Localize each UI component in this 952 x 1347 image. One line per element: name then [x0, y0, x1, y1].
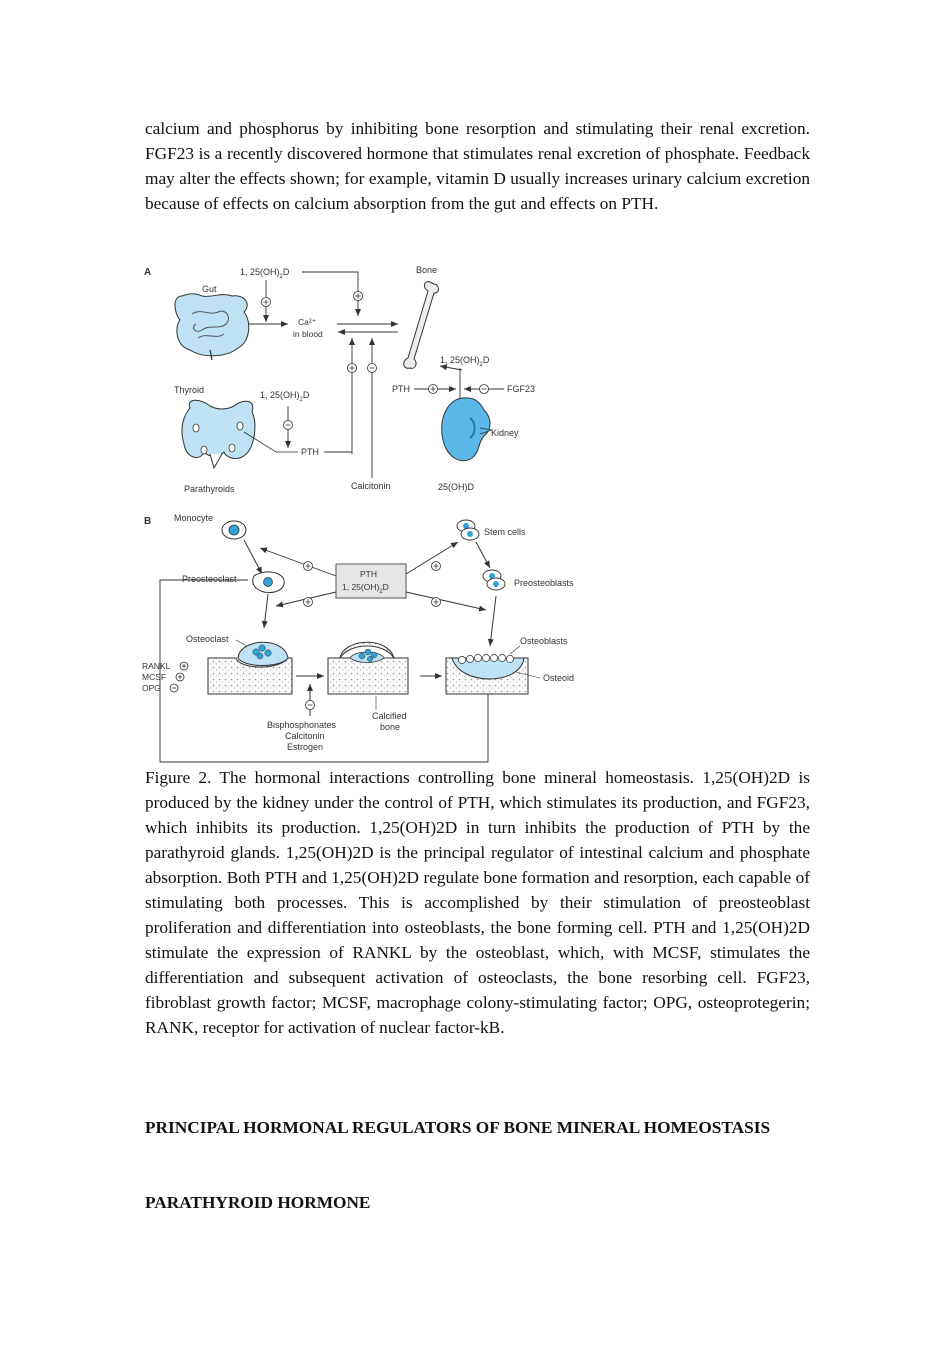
subsection-heading: PARATHYROID HORMONE	[145, 1193, 371, 1212]
vitd-to-bone-arrow	[302, 271, 361, 316]
plus-icon	[303, 597, 313, 607]
plus-icon	[347, 363, 357, 373]
plus-icon	[353, 291, 363, 301]
parathyroids-label: Parathyroids	[184, 484, 235, 494]
preosteoclast-icon	[252, 571, 285, 593]
calcium-label: Ca²⁺	[298, 317, 316, 327]
plus-icon	[428, 384, 438, 394]
plus-icon	[175, 672, 185, 682]
osteoid-label: Osteoid	[543, 673, 574, 683]
monocyte-icon	[221, 520, 247, 540]
plus-icon	[303, 561, 313, 571]
fgf23-label: FGF23	[507, 384, 535, 394]
intro-paragraph: calcium and phosphorus by inhibiting bon…	[145, 119, 810, 213]
osteoclast-label: Osteoclast	[186, 634, 229, 644]
minus-icon	[169, 683, 179, 693]
panel-a-label: A	[144, 267, 151, 278]
in-blood-label: in blood	[293, 329, 323, 339]
gut-icon	[174, 293, 250, 361]
preosteoblast-to-osteoblast-arrow	[487, 595, 497, 647]
preosteoclast-to-osteoclast-arrow	[261, 593, 269, 629]
kidney-label: Kidney	[491, 428, 519, 438]
pth-left-label: PTH	[301, 447, 319, 457]
osteoclast-bone-block	[207, 641, 293, 695]
osteoblast-bone-block	[445, 654, 529, 695]
bone-label: Bone	[416, 265, 437, 275]
vitd-kidney-label: 1, 25(OH)2D	[440, 355, 490, 368]
kidney-icon	[441, 397, 493, 462]
preosteoblasts-label: Preosteoblasts	[514, 578, 574, 588]
calcified-bone-block	[327, 641, 409, 695]
calcified-label-2: bone	[380, 722, 400, 732]
calcitonin-label: Calcitonin	[351, 481, 391, 491]
figure-2: A Gut 1, 25(OH)2D Ca²⁺ in blood Bone	[140, 258, 590, 763]
plus-icon	[431, 561, 441, 571]
minus-icon	[283, 420, 293, 430]
stem-to-preosteoblast-arrow	[475, 541, 491, 569]
vitd-thyroid-label: 1, 25(OH)2D	[260, 390, 310, 403]
plus-icon	[431, 597, 441, 607]
minus-icon	[305, 700, 315, 710]
bone-icon	[403, 281, 439, 369]
inhibitor-bisphosphonates: Bisphosphonates	[267, 720, 337, 730]
pth-right-label: PTH	[392, 384, 410, 394]
section-heading: PRINCIPAL HORMONAL REGULATORS OF BONE MI…	[145, 1118, 771, 1137]
plus-icon	[261, 297, 271, 307]
figure-caption: Figure 2. The hormonal interactions cont…	[145, 768, 810, 1037]
box-to-stem-arrow	[405, 541, 459, 575]
pth-leader-line	[243, 431, 298, 453]
gut-label: Gut	[202, 284, 217, 294]
inhibitor-estrogen: Estrogen	[287, 742, 323, 752]
mcsf-label: MCSF	[142, 672, 166, 682]
panel-b-label: B	[144, 516, 151, 527]
box-vitd-label: 1, 25(OH)2D	[342, 582, 389, 595]
minus-icon	[479, 384, 489, 394]
thyroid-icon	[181, 399, 256, 470]
inhibitor-calcitonin: Calcitonin	[285, 731, 325, 741]
preosteoblast-icon	[482, 569, 506, 591]
figure-diagram: A Gut 1, 25(OH)2D Ca²⁺ in blood Bone	[142, 265, 574, 763]
monocyte-label: Monocyte	[174, 513, 213, 523]
box-to-preosteoblast-arrow	[405, 591, 487, 612]
vitd-top-label: 1, 25(OH)2D	[240, 267, 290, 280]
vitd-output-arrow	[439, 364, 463, 371]
calcified-label-1: Calcified	[372, 711, 407, 721]
box-pth-label: PTH	[360, 569, 377, 579]
vitd25-label: 25(OH)D	[438, 482, 475, 492]
rankl-feedback-line	[159, 579, 489, 763]
pth-vitd-box	[335, 563, 407, 599]
thyroid-label: Thyroid	[174, 385, 204, 395]
minus-icon	[367, 363, 377, 373]
stem-cells-label: Stem cells	[484, 527, 526, 537]
preosteoclast-label: Preosteoclast	[182, 574, 237, 584]
osteoblasts-label: Osteoblasts	[520, 636, 568, 646]
rankl-label: RANKL	[142, 661, 171, 671]
stem-cells-icon	[456, 519, 480, 541]
opg-label: OPG	[142, 683, 161, 693]
plus-icon	[179, 661, 189, 671]
monocyte-to-preosteoclast-arrow	[243, 539, 263, 575]
box-to-monocyte-arrow	[259, 547, 337, 577]
